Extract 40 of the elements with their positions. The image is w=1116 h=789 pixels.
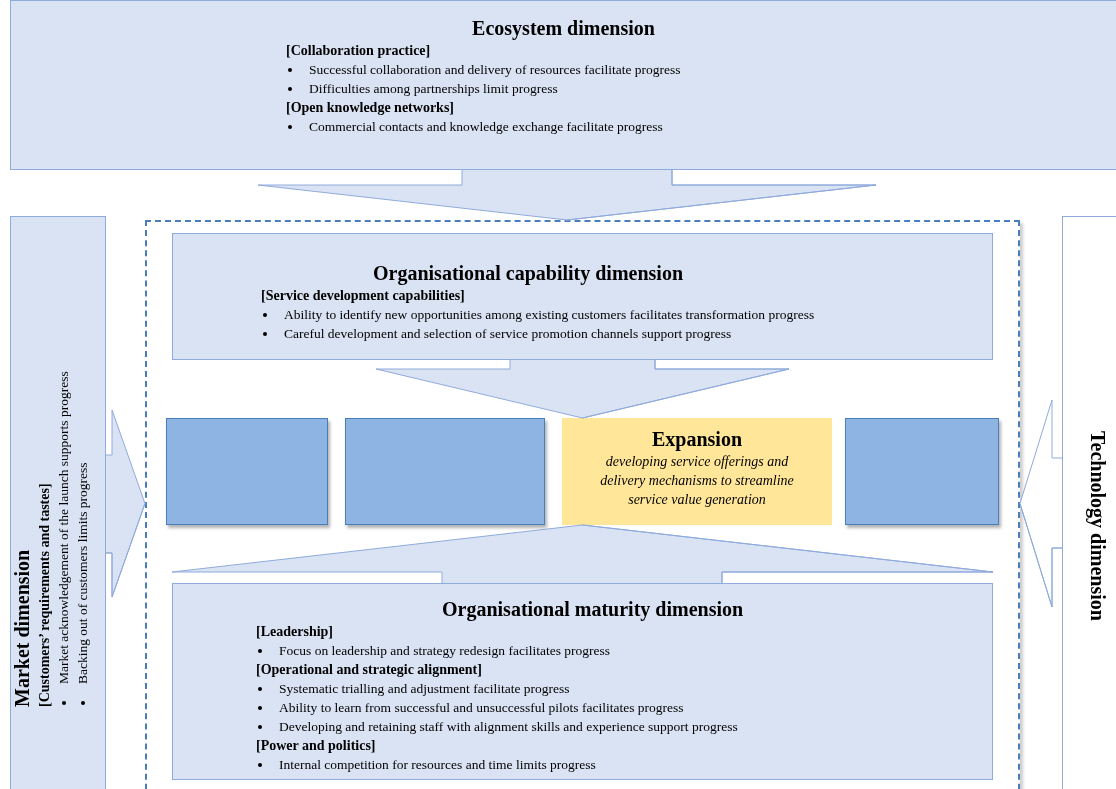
category-heading: [Service development capabilities] [261, 287, 466, 305]
category-heading: [Operational and strategic alignment] [256, 661, 483, 679]
bullet-item: Market acknowledgement of the launch supports progress [55, 371, 72, 684]
stage-box [345, 418, 545, 525]
stage-box [845, 418, 999, 525]
callout-arrow [375, 359, 790, 419]
dashed-frame [145, 220, 1020, 789]
category-heading: [Customers’ requirements and tastes] [36, 482, 53, 707]
bullet-item: Ability to learn from successful and unsuccessful pilots facilitates progress [279, 699, 684, 717]
dimension-title: Market dimension [10, 548, 34, 707]
stage-box [562, 418, 832, 525]
category-heading: [Leadership] [256, 623, 334, 641]
bullet-item: Careful development and selection of service promotion channels support progress [284, 325, 732, 343]
bullet-item: Difficulties among partnerships limit progress [309, 80, 558, 98]
dimension-title: Technology dimension [1085, 431, 1110, 621]
bullet-item: Commercial contacts and knowledge exchange facilitate progress [309, 118, 663, 136]
category-heading: [Collaboration practice] [286, 42, 432, 60]
dimension-callout [172, 583, 993, 780]
callout-arrow [171, 524, 994, 584]
dimension-callout [10, 216, 106, 789]
dimension-title: Ecosystem dimension [471, 16, 656, 41]
dimension-callout [10, 0, 1116, 170]
stage-box [166, 418, 328, 525]
dimension-title: Expansion [651, 427, 743, 452]
callout-arrow [1019, 399, 1063, 608]
dimension-callout [172, 233, 993, 360]
bullet-item: Successful collaboration and delivery of resources facilitate progress [309, 61, 681, 79]
dimension-title: Organisational maturity dimension [441, 597, 745, 622]
bullet-item: Backing out of customers limits progress [74, 462, 91, 684]
bullet-item: Internal competition for resources and time limits progress [279, 756, 596, 774]
bullet-item: Ability to identify new opportunities among existing customers facilitates transformation progress [284, 306, 815, 324]
callout-arrow [257, 169, 877, 221]
category-heading: [Open knowledge networks] [286, 99, 455, 117]
dimension-title: Organisational capability dimension [372, 261, 685, 286]
callout-arrow [105, 409, 146, 598]
bullet-item: Systematic trialling and adjustment facilitate progress [279, 680, 570, 698]
stage-description: developing service offerings and delivery mechanisms to streamline service value generation [599, 453, 795, 509]
bullet-item: Focus on leadership and strategy redesign facilitates progress [279, 642, 611, 660]
bullet-item: Developing and retaining staff with alignment skills and experience support progress [279, 718, 738, 736]
category-heading: [Power and politics] [256, 737, 377, 755]
